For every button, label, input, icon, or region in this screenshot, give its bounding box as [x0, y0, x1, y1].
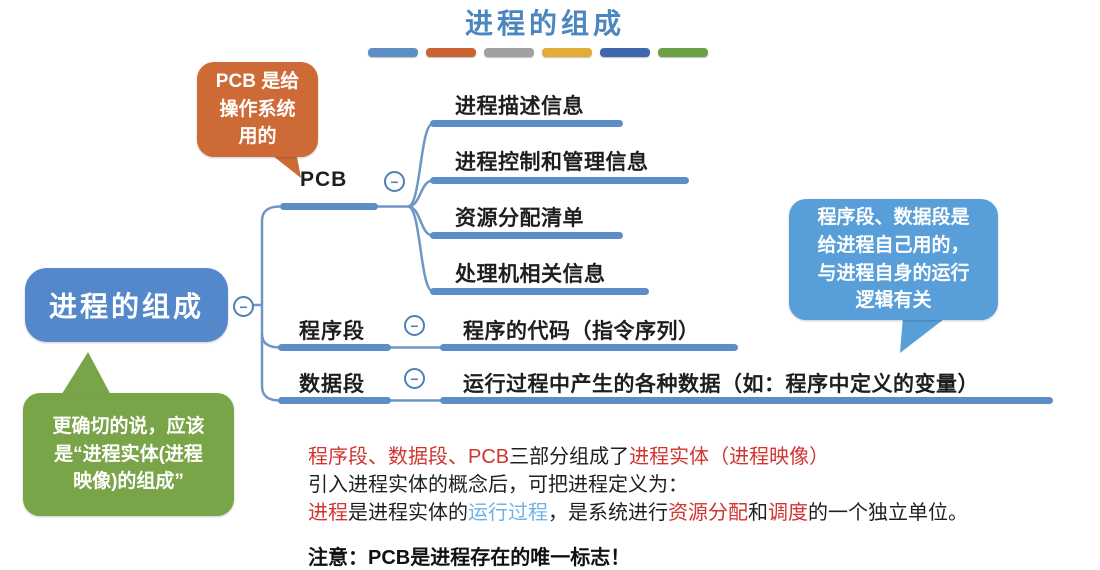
callout-line: PCB 是给: [215, 71, 300, 93]
topic-underline: [280, 203, 378, 210]
note-segment: 注意：PCB是进程存在的唯一标志！: [308, 547, 631, 569]
minus-icon: −: [410, 370, 419, 387]
topic-program-child[interactable]: 程序的代码（指令序列）: [463, 320, 700, 343]
topic-underline: [278, 344, 391, 351]
note-segment: ，是系统进行: [548, 502, 668, 524]
callout-line: 更确切的说，应该: [52, 416, 205, 438]
minus-icon: −: [239, 298, 248, 315]
callout-line: 是“进程实体(进程: [54, 443, 203, 465]
note-segment: 的一个独立单位。: [808, 502, 968, 524]
topic-data-child[interactable]: 运行过程中产生的各种数据（如：程序中定义的变量）: [463, 373, 979, 396]
title-underline-bars: [368, 48, 713, 57]
note-segment: 调度: [768, 502, 808, 524]
collapse-button-pcb[interactable]: −: [384, 171, 405, 192]
callout-segments-note[interactable]: 程序段、数据段是 给进程自己用的， 与进程自身的运行 逻辑有关: [789, 199, 998, 320]
page-title: 进程的组成: [464, 7, 625, 40]
topic-pcb-child-4[interactable]: 处理机相关信息: [455, 263, 606, 286]
topic-underline: [430, 120, 623, 127]
palette-bar: [484, 48, 534, 57]
topic-pcb[interactable]: PCB: [300, 168, 348, 191]
collapse-button-root[interactable]: −: [233, 296, 254, 317]
topic-data-segment[interactable]: 数据段: [299, 373, 365, 396]
palette-bar: [426, 48, 476, 57]
callout-line: 与进程自身的运行: [817, 262, 970, 284]
note-line-4: 注意：PCB是进程存在的唯一标志！: [308, 541, 630, 570]
note-segment: 是进程实体的: [348, 502, 468, 524]
minus-icon: −: [390, 173, 399, 190]
topic-pcb-child-2[interactable]: 进程控制和管理信息: [455, 151, 649, 174]
topic-underline: [440, 344, 738, 351]
topic-program-segment[interactable]: 程序段: [299, 320, 365, 343]
note-segment: 程序段、数据段、PCB: [308, 446, 510, 468]
note-segment: 运行过程: [468, 502, 548, 524]
topic-underline: [430, 177, 689, 184]
callout-line: 操作系统: [219, 98, 296, 120]
note-segment: 引入进程实体的概念后，可把进程定义为：: [308, 474, 688, 496]
callout-line: 程序段、数据段是: [817, 207, 970, 229]
note-segment: 进程实体: [629, 446, 710, 468]
note-line-3: 进程是进程实体的运行过程，是系统进行资源分配和调度的一个独立单位。: [308, 496, 968, 525]
topic-underline: [278, 397, 391, 404]
callout-pcb-note[interactable]: PCB 是给 操作系统 用的: [197, 62, 318, 157]
note-line-2: 引入进程实体的概念后，可把进程定义为：: [308, 468, 688, 497]
callout-line: 映像)的组成”: [73, 471, 184, 493]
collapse-button-data[interactable]: −: [404, 368, 425, 389]
topic-underline: [430, 288, 649, 295]
blue-callout-tail: [900, 316, 948, 353]
palette-bar: [658, 48, 708, 57]
palette-bar: [542, 48, 592, 57]
topic-pcb-child-1[interactable]: 进程描述信息: [455, 95, 584, 118]
note-segment: （进程映像）: [709, 446, 830, 468]
topic-underline: [430, 232, 623, 239]
note-line-1: 程序段、数据段、PCB三部分组成了进程实体（进程映像）: [308, 440, 829, 469]
palette-bar: [600, 48, 650, 57]
callout-line: 用的: [238, 126, 277, 148]
callout-root-note[interactable]: 更确切的说，应该 是“进程实体(进程 映像)的组成”: [23, 393, 234, 516]
green-callout-tail: [60, 352, 112, 397]
collapse-button-program[interactable]: −: [404, 315, 425, 336]
note-segment: 三部分组成了: [509, 446, 630, 468]
note-segment: 进程: [308, 502, 348, 524]
note-segment: 资源分配: [668, 502, 748, 524]
palette-bar: [368, 48, 418, 57]
orange-callout-tail: [268, 152, 301, 178]
note-segment: 和: [748, 502, 768, 524]
topic-underline: [440, 397, 1053, 404]
topic-pcb-child-3[interactable]: 资源分配清单: [455, 207, 584, 230]
callout-line: 逻辑有关: [855, 290, 932, 312]
minus-icon: −: [410, 317, 419, 334]
root-topic[interactable]: 进程的组成: [25, 268, 228, 342]
callout-line: 给进程自己用的，: [817, 234, 970, 256]
